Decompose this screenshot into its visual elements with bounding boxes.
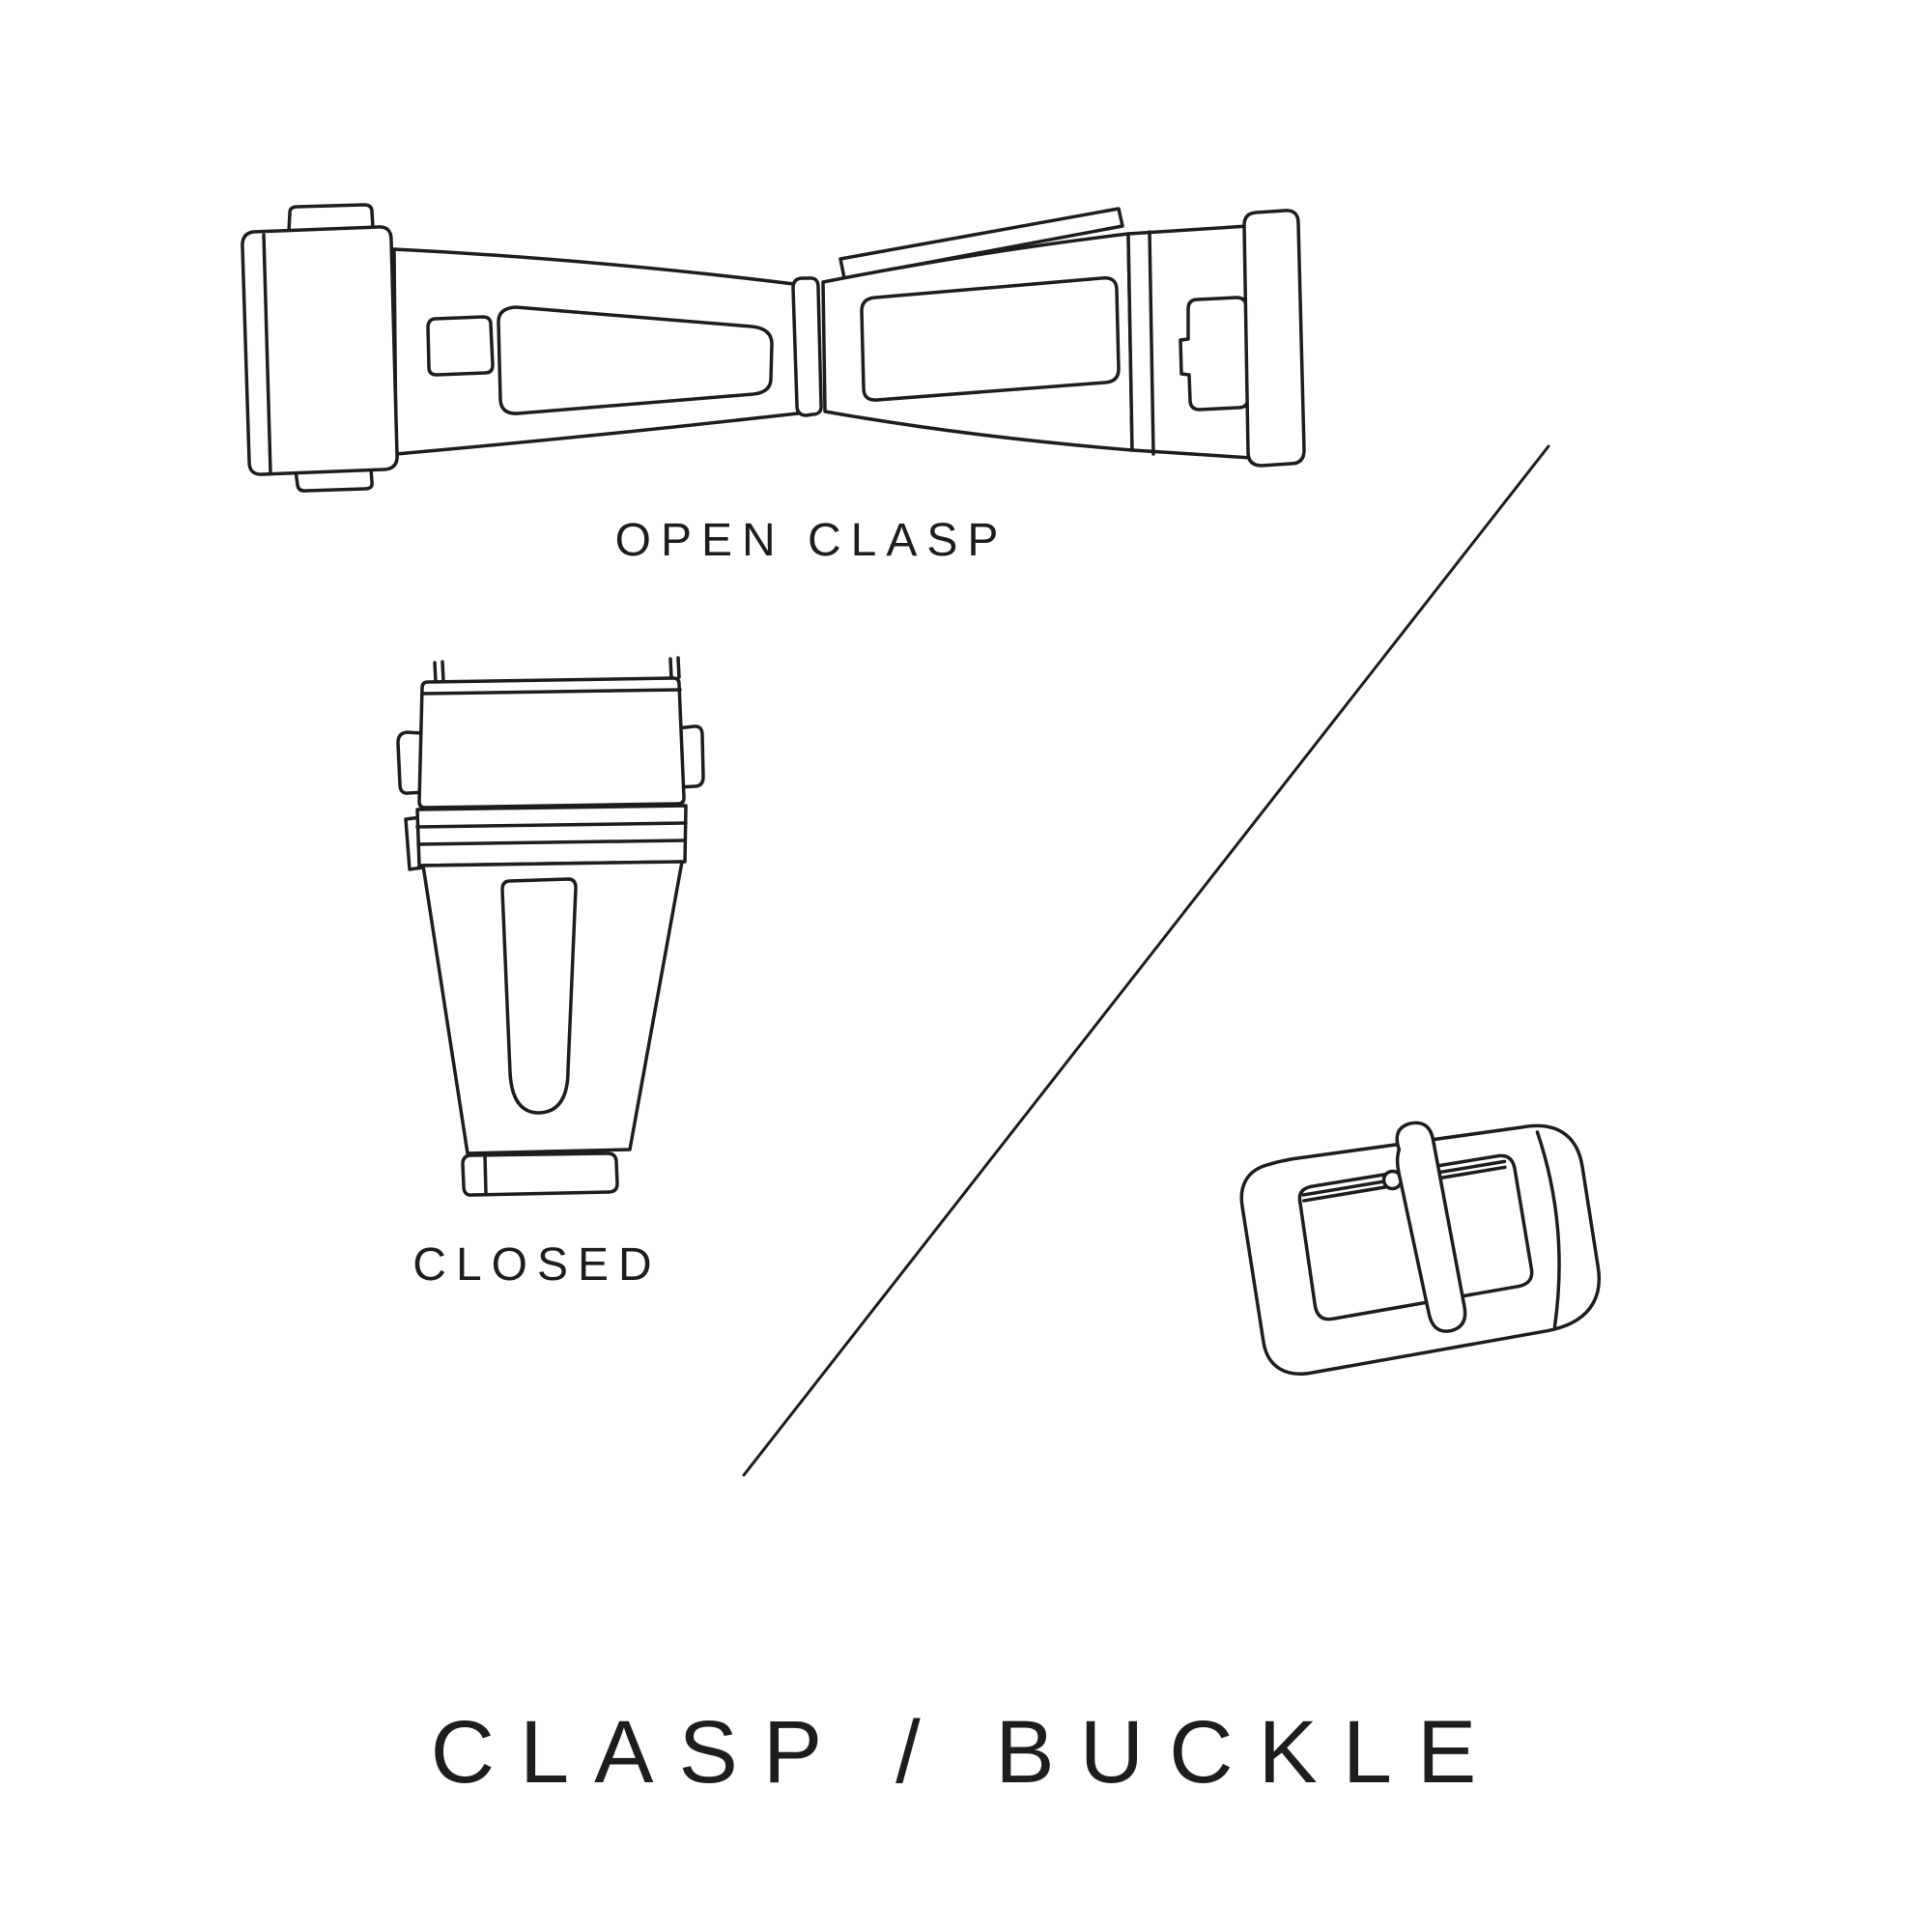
closed-clasp-label: CLOSED <box>412 1239 662 1291</box>
page-title: CLASP / BUCKLE <box>430 1703 1502 1802</box>
tang-buckle-illustration <box>1239 1121 1602 1376</box>
open-clasp-illustration <box>241 203 1306 493</box>
diagonal-divider-line <box>742 444 1550 1477</box>
open-clasp-label: OPEN CLASP <box>614 515 1009 566</box>
closed-clasp-illustration <box>396 656 705 1197</box>
